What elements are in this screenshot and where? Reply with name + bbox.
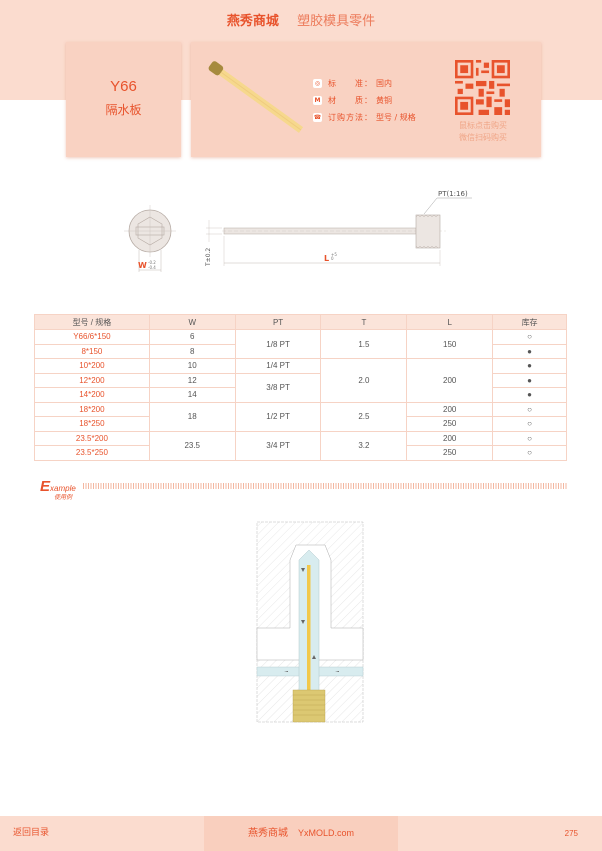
qr-caption: 鼠标点击购买 微信扫码购买 <box>451 120 515 144</box>
stock-indicator: ● <box>492 387 567 403</box>
stock-indicator: ○ <box>492 445 567 461</box>
svg-text:+5: +5 <box>331 252 337 257</box>
table-row: 18*200 18 1/2 PT 2.5 200 ○ <box>34 401 567 432</box>
spec-table: 型号 / 规格 W PT T L 库存 Y66/6*150 6 1/8 PT 1… <box>34 314 567 461</box>
col-stock: 库存 <box>492 314 567 330</box>
product-title-card: Y66 隔水板 <box>66 42 181 157</box>
category-title: 塑胶模具零件 <box>297 14 376 29</box>
end-view: W -0.2 -0.4 <box>124 205 176 272</box>
svg-text:-0.4: -0.4 <box>148 265 156 270</box>
spec-list: ◎ 标 准： 国内 M 材 质： 黄铜 ☎ 订购方法： 型号 / 规格 <box>313 75 416 126</box>
phone-icon: ☎ <box>313 113 322 122</box>
technical-drawing: W -0.2 -0.4 PT(1:16) T±0.2 L +5 0 <box>124 190 472 272</box>
table-header-row: 型号 / 规格 W PT T L 库存 <box>34 314 567 330</box>
spec-standard: ◎ 标 准： 国内 <box>313 79 392 88</box>
standard-icon: ◎ <box>313 79 322 88</box>
table-row: 14*200 14 ● <box>34 387 567 403</box>
stock-indicator: ● <box>492 343 567 359</box>
spec-material: M 材 质： 黄铜 <box>313 96 392 105</box>
col-w: W <box>148 314 236 330</box>
col-model: 型号 / 规格 <box>34 314 150 330</box>
stock-indicator: ○ <box>492 329 567 345</box>
col-t: T <box>320 314 408 330</box>
table-row: 10*200 10 1/4 PT 2.0 200 ● <box>34 358 567 403</box>
side-view: PT(1:16) T±0.2 L +5 0 <box>205 190 472 267</box>
svg-text:-0.2: -0.2 <box>148 260 156 265</box>
stock-indicator: ● <box>492 358 567 374</box>
col-pt: PT <box>234 314 322 330</box>
pt-label: PT(1:16) <box>438 190 468 198</box>
svg-text:0: 0 <box>331 256 334 261</box>
spec-order-method: ☎ 订购方法： 型号 / 规格 <box>313 113 416 122</box>
example-divider <box>83 483 567 489</box>
qr-code[interactable] <box>455 60 510 115</box>
product-info-card: ◎ 标 准： 国内 M 材 质： 黄铜 ☎ 订购方法： 型号 / 规格 <box>191 42 541 157</box>
table-row: 8*150 8 ● <box>34 343 567 359</box>
t-dimension-label: T±0.2 <box>205 248 212 267</box>
table-row: 18*250 250 ○ <box>34 416 567 432</box>
back-to-contents-link[interactable]: 返回目录 <box>13 828 50 838</box>
product-code: Y66 <box>110 78 137 95</box>
product-image <box>208 61 304 133</box>
example-heading: Example 使用例 <box>40 478 76 501</box>
table-row: 23.5*200 23.5 3/4 PT 3.2 200 ○ <box>34 430 567 461</box>
table-row: Y66/6*150 6 1/8 PT 1.5 150 ○ <box>34 329 567 359</box>
usage-example-diagram <box>256 521 364 723</box>
stock-indicator: ○ <box>492 401 567 417</box>
table-row: 23.5*250 250 ○ <box>34 445 567 461</box>
brand-name[interactable]: 燕秀商城 <box>226 14 279 29</box>
material-icon: M <box>313 96 322 105</box>
w-dimension-label: W <box>138 261 147 270</box>
col-l: L <box>406 314 494 330</box>
site-link[interactable]: YxMOLD.com <box>297 828 354 838</box>
product-name: 隔水板 <box>105 103 142 117</box>
stock-indicator: ○ <box>492 430 567 446</box>
stock-indicator: ○ <box>492 416 567 432</box>
click-to-buy-link[interactable]: 鼠标点击购买 <box>459 121 507 130</box>
page-number: 275 <box>564 829 578 838</box>
l-dimension-label: L <box>324 254 329 263</box>
page-header: 燕秀商城 塑胶模具零件 <box>0 10 602 29</box>
stock-indicator: ● <box>492 372 567 388</box>
